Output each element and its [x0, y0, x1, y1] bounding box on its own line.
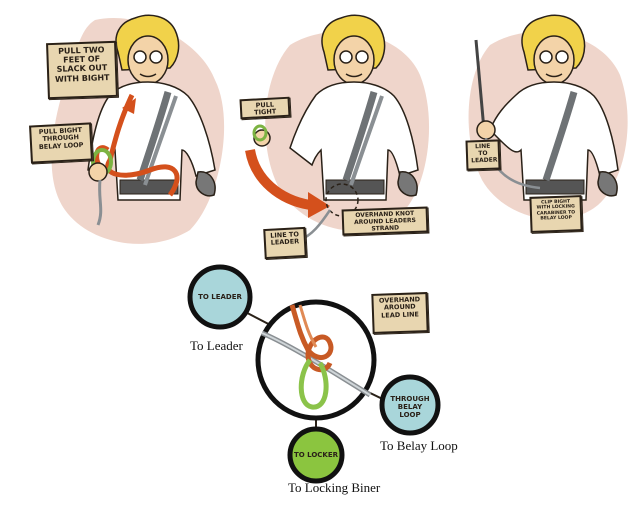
panel-2-illustration [245, 14, 430, 242]
note-clip-bight: CLIP BIGHT WITH LOCKING CARABINER TO BEL… [529, 195, 583, 233]
panel-1: PULL TWO FEET OF SLACK OUT WITH BIGHT PU… [0, 0, 230, 250]
note-pull-bight: PULL BIGHT THROUGH BELAY LOOP [29, 122, 93, 164]
note-pull-tight: PULL TIGHT [239, 96, 291, 120]
pull-arrow [245, 148, 311, 210]
circle-to-leader [187, 264, 253, 330]
knot-diagram-illustration [187, 264, 441, 484]
label-to-locking-biner: To Locking Biner [288, 480, 381, 495]
circle-through-belay [379, 374, 441, 436]
knot-diagram: TO LEADER THROUGH BELAY LOOP TO LOCKER O… [180, 255, 480, 500]
label-to-leader: To Leader [190, 338, 243, 353]
label-to-belay-loop: To Belay Loop [380, 438, 458, 453]
circle-to-locker [287, 426, 345, 484]
to-leader-circle-text: TO LEADER [198, 293, 242, 301]
orange-knot [289, 304, 334, 373]
panel-3-illustration [468, 14, 628, 220]
note-line-to-leader: LINE TO LEADER [465, 139, 501, 171]
through-belay-circle-text: THROUGH BELAY LOOP [390, 395, 430, 419]
note-overhand-around-lead: OVERHAND AROUND LEAD LINE [371, 292, 429, 334]
note-pull-two-feet: PULL TWO FEET OF SLACK OUT WITH BIGHT [46, 40, 118, 100]
to-locker-circle-text: TO LOCKER [293, 451, 339, 459]
panel-2: PULL TIGHT OVERHAND KNOT AROUND LEADERS … [230, 0, 450, 260]
panel-3: LINE TO LEADER CLIP BIGHT WITH LOCKING C… [450, 0, 638, 250]
orange-rope [105, 93, 180, 197]
note-overhand-knot: OVERHAND KNOT AROUND LEADERS STRAND [341, 206, 429, 236]
green-bight [298, 358, 329, 410]
